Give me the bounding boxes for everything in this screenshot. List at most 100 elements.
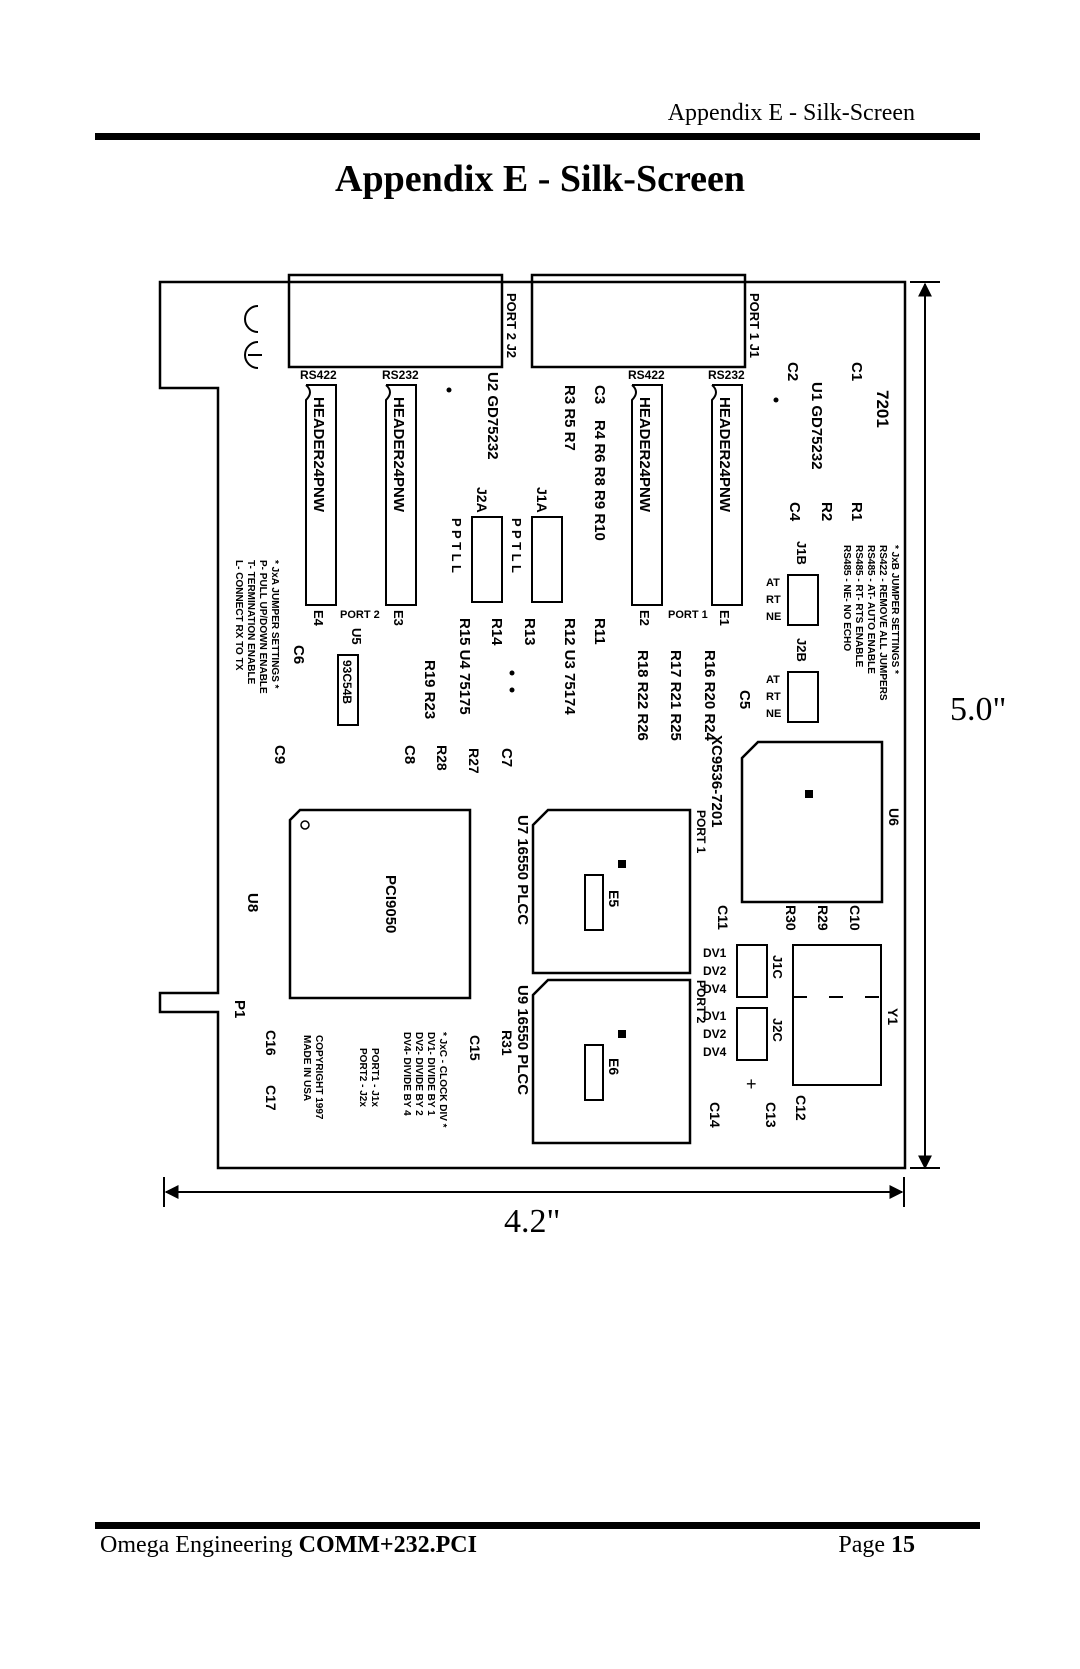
- label-r19: R19 R23: [421, 660, 438, 719]
- j2b-at: AT: [766, 674, 780, 686]
- label-u6: U6: [886, 808, 902, 826]
- width-dimension-label: 4.2": [504, 1203, 560, 1240]
- copyright-1: MADE IN USA: [301, 1035, 312, 1101]
- label-pci: PCI9050: [382, 875, 399, 933]
- label-r14: R14: [488, 618, 505, 646]
- jumper-j2c: [736, 1007, 768, 1061]
- label-u9: U9 16550 PLCC: [514, 985, 531, 1095]
- jxc-note-2: DV2- DIVIDE BY 2: [413, 1032, 424, 1116]
- label-c4: C4: [786, 502, 803, 522]
- label-r13: R13: [521, 618, 538, 646]
- label-port2-j2: PORT 2 J2: [504, 293, 519, 358]
- header-e3-label: HEADER24PNW: [390, 397, 407, 513]
- jxb-note-2: RS485 - AT- AUTO ENABLE: [865, 545, 876, 674]
- connector-j1: [530, 273, 747, 369]
- chip-u6: [740, 740, 884, 904]
- label-r29: R29: [815, 905, 831, 931]
- j1b-rt: RT: [766, 594, 781, 606]
- label-pptll-b: P P T L L: [509, 518, 524, 573]
- label-e5: E5: [606, 890, 622, 907]
- label-r2: R2: [818, 502, 835, 521]
- label-c15: C15: [467, 1035, 483, 1061]
- label-j1a: J1A: [534, 487, 550, 513]
- port-note-1: PORT2 - J2x: [357, 1048, 368, 1107]
- chip-u9: [531, 978, 692, 1145]
- jxb-note-4: RS485 - NE- NO ECHO: [841, 545, 852, 651]
- label-c13: C13: [763, 1102, 779, 1128]
- j1b-at: AT: [766, 577, 780, 589]
- j2b-ne: NE: [766, 708, 781, 720]
- j1c-dv1: DV1: [703, 946, 727, 960]
- label-c7: C7: [498, 748, 515, 767]
- j2b-rt: RT: [766, 691, 781, 703]
- header-strip-e2: [631, 384, 663, 606]
- footer-right: Page 15: [838, 1532, 915, 1559]
- label-e4: E4: [311, 610, 326, 627]
- jxa-note-3: L- CONNECT RX TO TX: [233, 560, 244, 671]
- label-plus: +: [746, 1074, 757, 1094]
- footer-company: Omega Engineering: [100, 1532, 293, 1558]
- label-c14: C14: [707, 1102, 723, 1128]
- label-r16: R16 R20 R24: [701, 650, 718, 742]
- label-port2-u9: PORT 2: [694, 980, 708, 1024]
- j1c-dv4: DV4: [703, 982, 727, 996]
- header-e1-label: HEADER24PNW: [716, 397, 733, 513]
- copyright-0: COPYRIGHT 1997: [313, 1035, 324, 1120]
- header-strip-e4: [305, 384, 337, 606]
- page-title: Appendix E - Silk-Screen: [335, 158, 745, 200]
- port-note-0: PORT1 - J1x: [369, 1048, 380, 1107]
- label-c17: C17: [263, 1085, 279, 1111]
- label-c1: C1: [848, 362, 865, 381]
- label-e2: E2: [637, 610, 652, 626]
- ce-mark: [244, 305, 262, 369]
- label-c16: C16: [263, 1030, 279, 1056]
- label-j2b: J2B: [794, 638, 809, 662]
- label-j1b: J1B: [794, 541, 809, 565]
- j1c-dv2: DV2: [703, 964, 727, 978]
- footer-rule: [95, 1522, 980, 1529]
- jxb-note-0: * JxB JUMPER SETTINGS *: [889, 545, 900, 674]
- label-u5-chip: 93C54B: [340, 660, 354, 704]
- height-dimension-label: 5.0": [950, 691, 1006, 728]
- label-c9: C9: [271, 745, 288, 764]
- label-c8: C8: [401, 745, 418, 764]
- footer-page-label: Page: [838, 1532, 885, 1558]
- label-port2-small: PORT 2: [340, 609, 380, 621]
- jumper-j1b: [787, 574, 819, 626]
- jxa-note-2: T- TERMINATION ENABLE: [245, 560, 256, 685]
- jxb-note-1: RS422 - REMOVE ALL JUMPERS: [877, 545, 888, 701]
- label-e6: E6: [606, 1058, 622, 1075]
- label-c2: C2: [784, 362, 801, 381]
- jxc-note-3: DV4- DIVIDE BY 4: [401, 1032, 412, 1116]
- jxa-note-1: P- PULL UP/DOWN ENABLE: [257, 560, 268, 694]
- jumper-e6: [584, 1044, 604, 1101]
- label-port1-j1: PORT 1 J1: [747, 293, 762, 358]
- footer-page-number: 15: [891, 1532, 915, 1558]
- header-e4-label: HEADER24PNW: [310, 397, 327, 513]
- label-j1c: J1C: [770, 955, 785, 979]
- label-r15: R15 U4 75175: [456, 618, 473, 715]
- label-port1-small: PORT 1: [668, 609, 708, 621]
- label-r11: R11: [591, 618, 608, 645]
- label-r27: R27: [466, 748, 482, 774]
- label-r-row1: R3 R5 R7: [561, 385, 578, 451]
- label-rs422-b: RS422: [628, 368, 665, 382]
- label-u1: U1 GD75232: [808, 382, 825, 470]
- label-port1-u7: PORT 1: [694, 810, 708, 854]
- label-e1: E1: [717, 610, 732, 626]
- label-r30: R30: [783, 905, 799, 931]
- footer-product: COMM+232.PCI: [298, 1532, 477, 1558]
- label-r1: R1: [848, 502, 865, 521]
- label-r28: R28: [434, 745, 450, 771]
- running-header: Appendix E - Silk-Screen: [667, 100, 915, 126]
- label-c12: C12: [793, 1095, 809, 1121]
- jumper-j2a: [471, 516, 503, 603]
- label-e3: E3: [391, 610, 406, 626]
- label-u8: U8: [244, 893, 261, 912]
- label-j2a: J2A: [474, 487, 490, 513]
- label-xc: XC9536-7201: [708, 735, 725, 828]
- label-u5: U5: [349, 628, 364, 645]
- board-outline: [158, 280, 907, 1170]
- jxc-note-0: * JxC - CLOCK DIV *: [437, 1032, 448, 1128]
